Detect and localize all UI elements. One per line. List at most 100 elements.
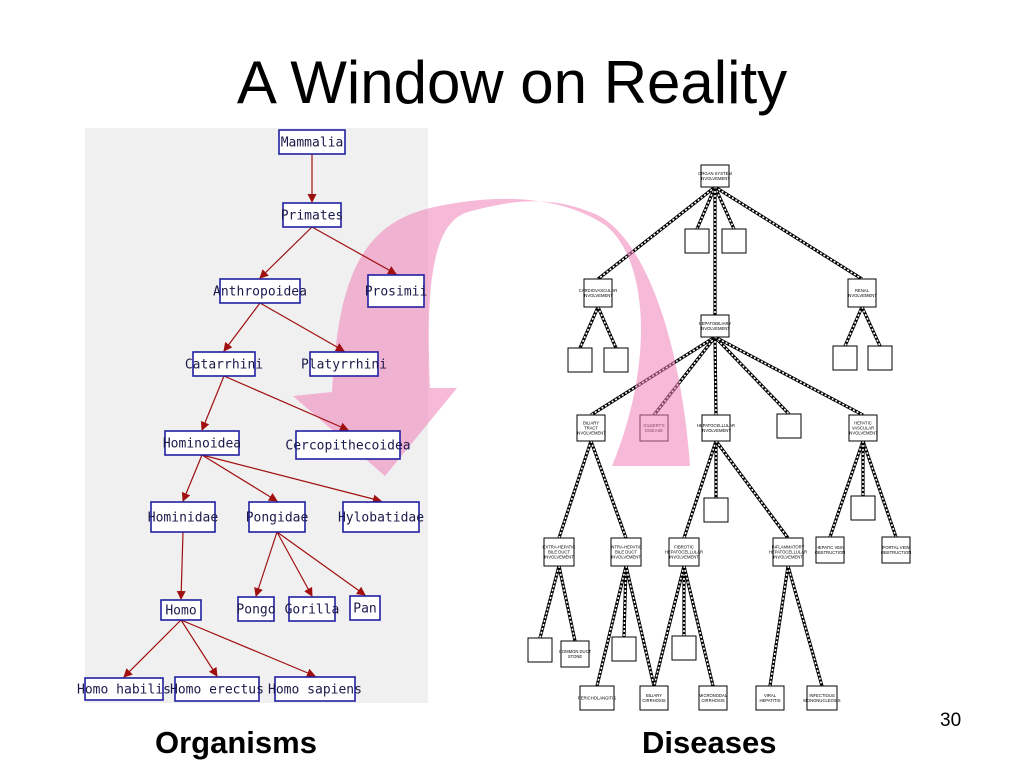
- taxonomy-box: [367, 274, 425, 308]
- disease-box: [847, 278, 877, 308]
- taxonomy-box: [342, 501, 420, 533]
- taxonomy-box: [288, 596, 336, 622]
- taxonomy-edge-homo-homo-erectus: [180, 619, 218, 677]
- taxonomy-edge-hominoidea-hylobatidae: [201, 454, 382, 504]
- taxonomy-edge-homo-homo-sapiens: [180, 619, 316, 678]
- disease-node-blank-e: [832, 345, 858, 371]
- taxonomy-node-homo: Homo: [160, 599, 202, 621]
- disease-node-blank-f: [867, 345, 893, 371]
- disease-edge-hepatobiliary-vascular: [714, 335, 864, 417]
- taxonomy-edge-primates-prosimii: [311, 226, 397, 275]
- disease-edge-cardio-blank-d: [596, 306, 618, 349]
- disease-edge-extrahepatic-common-duct: [557, 565, 577, 642]
- disease-edge-vascular-hepatic-vein: [828, 440, 865, 538]
- disease-node-blank-l: [671, 635, 697, 661]
- taxonomy-node-pan: Pan: [349, 595, 381, 621]
- taxonomy-edge-pongidae-gorilla: [276, 531, 313, 597]
- disease-box: [684, 228, 710, 254]
- disease-edge-root-blank-b: [713, 186, 736, 230]
- disease-box: [755, 685, 785, 711]
- taxonomy-label: Platyrrhini: [301, 358, 387, 373]
- disease-node-blank-b: [721, 228, 747, 254]
- disease-box: [668, 537, 700, 567]
- disease-edge-biliary-intrahepatic: [589, 440, 628, 539]
- disease-node-blank-h: [703, 497, 729, 523]
- disease-edge-intrahepatic-pericholangitis: [595, 565, 628, 687]
- disease-box: [560, 640, 590, 668]
- taxonomy-label: Pan: [353, 602, 376, 617]
- taxonomy-edge-catarrhini-hominoidea: [200, 375, 225, 431]
- disease-box: [700, 164, 730, 188]
- organisms-caption: Organisms: [155, 725, 317, 760]
- taxonomy-node-homo-habilis: Homo habilis: [77, 677, 171, 701]
- taxonomy-edge-catarrhini-cercopithecoidea: [223, 375, 349, 431]
- disease-node-pericholangitis: PERICHOLANGITIS: [578, 685, 616, 711]
- disease-box: [543, 537, 575, 567]
- taxonomy-label: Homo: [165, 604, 196, 619]
- disease-box: [881, 536, 911, 564]
- taxonomy-node-cercopithecoidea: Cercopithecoidea: [285, 430, 411, 460]
- taxonomy-node-hominoidea: Hominoidea: [163, 430, 241, 456]
- disease-node-blank-g: [776, 413, 802, 439]
- taxonomy-label: Mammalia: [281, 136, 344, 151]
- taxonomy-node-mammalia: Mammalia: [278, 129, 346, 155]
- taxonomy-label: Pongo: [236, 603, 275, 618]
- taxonomy-box: [248, 501, 306, 533]
- disease-node-blank-d: [603, 347, 629, 373]
- disease-box: [815, 536, 845, 564]
- disease-box: [583, 278, 613, 308]
- disease-box: [576, 414, 606, 442]
- disease-box: [703, 497, 729, 523]
- taxonomy-node-hominidae: Hominidae: [148, 501, 218, 533]
- taxonomy-node-pongo: Pongo: [236, 596, 276, 622]
- taxonomy-edge-hominoidea-hominidae: [181, 454, 203, 502]
- taxonomy-node-primates: Primates: [281, 202, 343, 228]
- taxonomy-box: [274, 676, 356, 702]
- taxonomy-box: [309, 351, 379, 377]
- taxonomy-edge-hominoidea-pongidae: [201, 454, 278, 502]
- taxonomy-box: [150, 501, 216, 533]
- disease-box: [611, 636, 637, 662]
- disease-box: [567, 347, 593, 373]
- disease-node-blank-i: [850, 495, 876, 521]
- disease-box: [610, 537, 642, 567]
- taxonomy-label: Gorilla: [285, 603, 340, 618]
- disease-box: [639, 685, 669, 711]
- disease-edge-hepatocellular-fibrotic: [682, 440, 718, 539]
- taxonomy-box: [84, 677, 164, 701]
- disease-box: [848, 414, 878, 442]
- taxonomy-edge-anthropoidea-catarrhini: [223, 302, 261, 352]
- taxonomy-node-prosimii: Prosimii: [365, 274, 428, 308]
- disease-box: [603, 347, 629, 373]
- taxonomy-edge-primates-anthropoidea: [259, 226, 313, 279]
- taxonomy-label: Cercopithecoidea: [285, 439, 410, 454]
- disease-box: [701, 414, 731, 442]
- taxonomy-edge-hominidae-homo: [176, 531, 186, 600]
- taxonomy-label: Homo erectus: [170, 683, 264, 698]
- taxonomy-edge-pongidae-pongo: [254, 531, 278, 597]
- taxonomy-label: Hylobatidae: [338, 511, 424, 526]
- disease-edge-hepatobiliary-hepatocellular: [713, 336, 718, 416]
- taxonomy-label: Prosimii: [365, 285, 428, 300]
